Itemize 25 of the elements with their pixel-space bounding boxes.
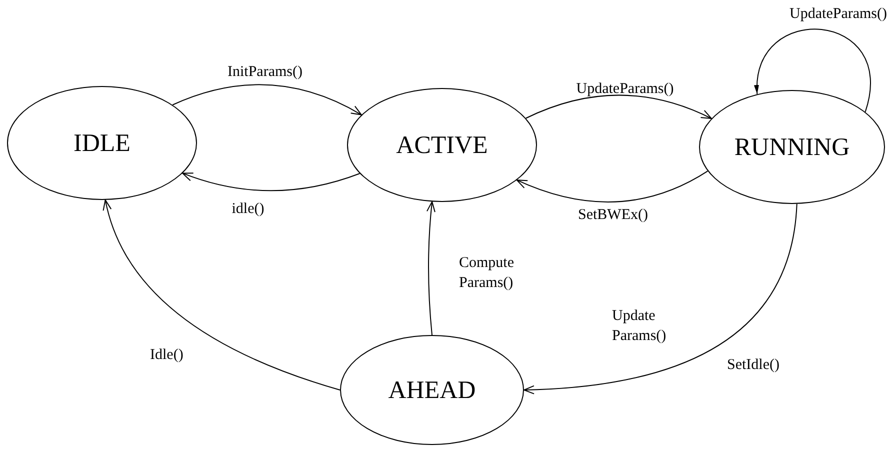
arrow <box>755 29 871 112</box>
state-name: AHEAD <box>388 378 476 402</box>
edge-label: SetBWEx() <box>577 206 649 225</box>
edge-label: SetIdle() <box>727 356 780 375</box>
arrow <box>525 94 712 119</box>
state-name: IDLE <box>74 130 130 156</box>
edge-label: UpdateParams() <box>575 80 675 99</box>
state-ellipse <box>699 90 885 204</box>
state-ellipse <box>340 335 524 445</box>
edge-label: UpdateParams() <box>788 5 887 24</box>
state-name: RUNNING <box>734 134 850 160</box>
state-ellipse <box>347 88 537 202</box>
arrow <box>516 170 708 202</box>
state-ellipse <box>7 86 197 200</box>
transition-label: Update Params() <box>612 307 668 346</box>
arrow <box>182 172 360 192</box>
edge-label: idle() <box>230 200 266 219</box>
arrow <box>103 199 340 390</box>
edge-label: InitParams() <box>226 63 304 82</box>
arrow <box>172 84 362 116</box>
arrow <box>426 201 436 336</box>
edge-label: Compute Params() <box>459 254 515 293</box>
state-name: ACTIVE <box>396 132 488 158</box>
arrow <box>524 203 798 394</box>
edge-label: Idle() <box>150 346 184 365</box>
